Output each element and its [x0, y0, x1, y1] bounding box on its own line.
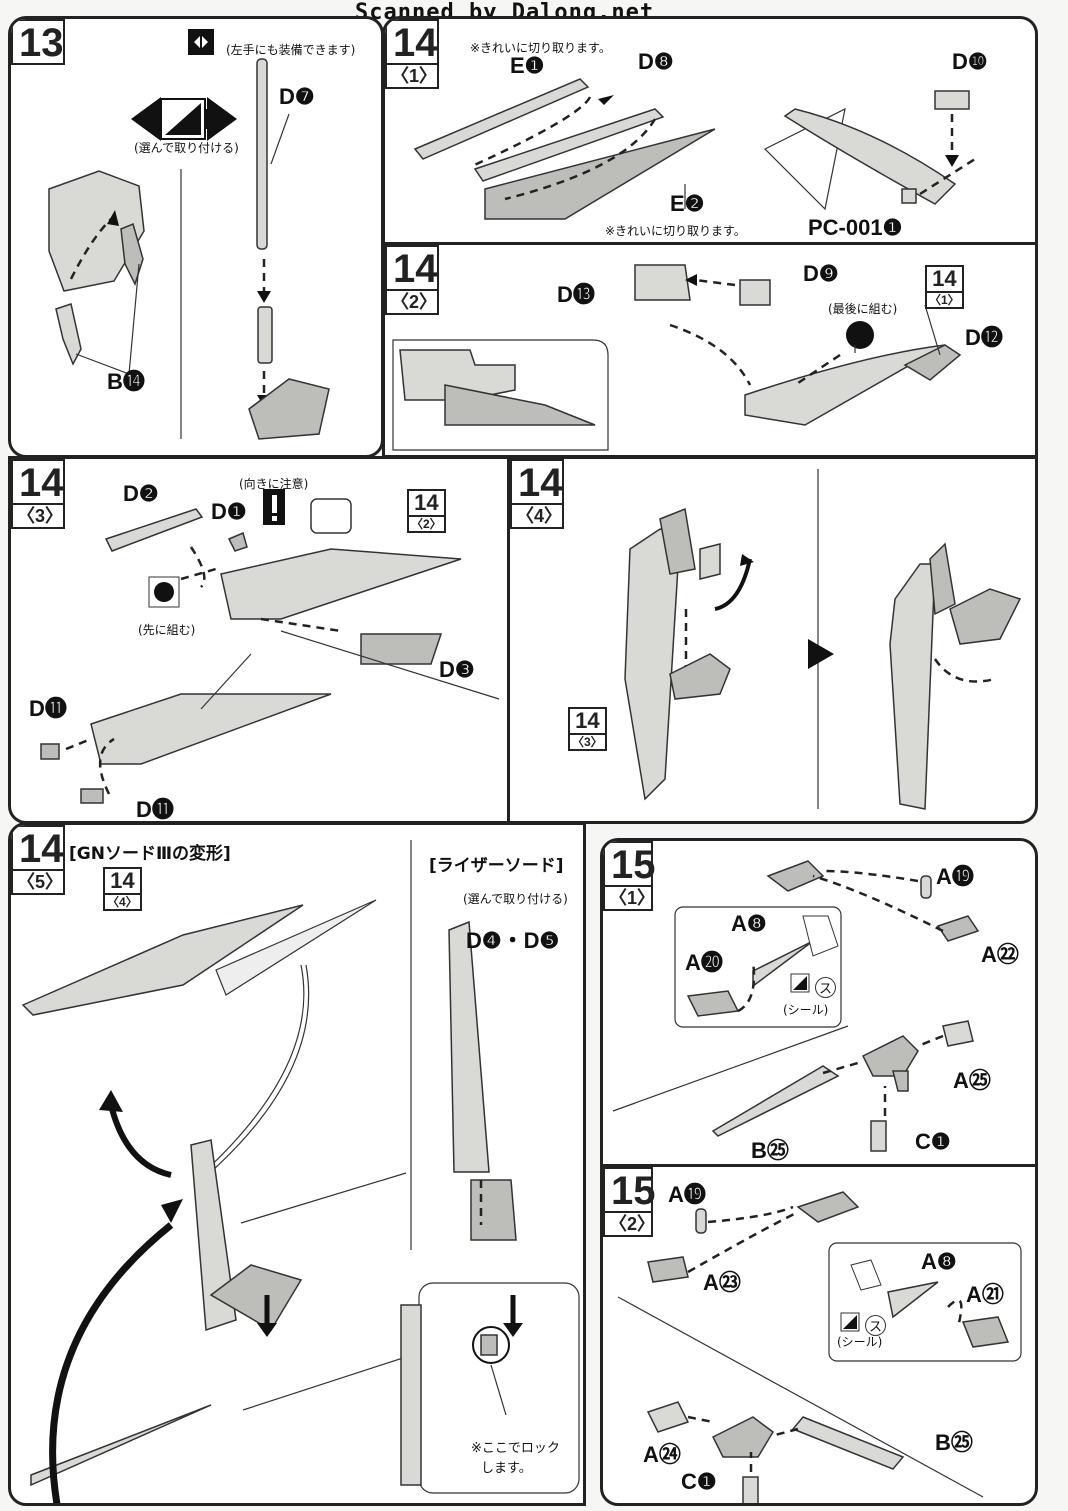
part-label-pc001: PC-001❶ — [808, 215, 903, 240]
step-14-1-panel: 14 〈1〉 ※きれいに切り取ります。 ※きれいに切り取ります。 E❶ D❽ E… — [382, 16, 1038, 248]
step-14-4-panel: 14 〈4〉 14 〈3〉 — [507, 456, 1038, 824]
part-label-c1: C❶ — [915, 1129, 951, 1154]
part-label-b14: B⓮ — [107, 369, 145, 394]
part-label-a23: A㉓ — [703, 1270, 741, 1295]
step-15-2-panel: 15 〈2〉 A⓳ A㉓ A❽ A㉑ — [600, 1164, 1038, 1506]
part-label-c1-2: C❶ — [681, 1469, 717, 1494]
step-14-3-number: 14 〈3〉 — [11, 459, 65, 529]
part-label-d4-d5: D❹・D❺ — [466, 928, 560, 953]
part-label-e1: E❶ — [510, 53, 545, 78]
step-14-5-ref: 14 〈4〉 — [103, 867, 142, 911]
part-label-d2: D❷ — [123, 481, 159, 506]
part-label-d9: D❾ — [803, 261, 839, 286]
part-label-d7: D❼ — [279, 84, 315, 109]
part-label-d3: D❸ — [439, 657, 475, 682]
step-14-3-ref: 14 〈2〉 — [407, 489, 446, 533]
lock-note-2: します。 — [481, 1461, 532, 1476]
part-label-d8: D❽ — [638, 49, 674, 74]
step-14-2-number: 14 〈2〉 — [385, 245, 439, 315]
step-13-choose-note: (選んで取り付ける) — [134, 141, 239, 155]
step-14-3-panel: 14 〈3〉 D❷ D❶ D❸ D⓫ — [8, 456, 510, 824]
step-15-2-diagram — [617, 1191, 1022, 1503]
step-14-2-last-note: (最後に組む) — [828, 302, 898, 316]
step-13-both-hands-note: (左手にも装備できます) — [226, 43, 356, 57]
part-label-a25: A㉕ — [953, 1068, 991, 1093]
seal-note-15-1: (シール) — [783, 1003, 829, 1017]
step-15-2-number: 15 〈2〉 — [603, 1167, 656, 1237]
step-15-1-panel: 15 〈1〉 A⓳ A㉒ A❽ — [600, 838, 1038, 1170]
part-label-d11-bottom: D⓫ — [136, 797, 174, 822]
riser-sword-choose-note: (選んで取り付ける) — [463, 892, 568, 906]
part-label-a20: A⓴ — [685, 950, 723, 975]
part-label-d12: D⓬ — [965, 325, 1003, 350]
part-label-d10: D❿ — [952, 49, 988, 74]
step-13-number: 13 — [11, 19, 65, 65]
step-14-1-diagram — [413, 78, 976, 220]
seal-letter-15-1: ス — [815, 977, 837, 998]
step-14-1-number: 14 〈1〉 — [385, 19, 439, 89]
part-label-a21: A㉑ — [966, 1282, 1004, 1307]
part-label-d1: D❶ — [211, 499, 247, 524]
step-14-1-cut-note-top: ※きれいに切り取ります。 — [470, 41, 611, 55]
part-label-b25-2: B㉕ — [935, 1430, 973, 1455]
step-14-3-first-note: (先に組む) — [138, 623, 196, 637]
part-label-a22: A㉒ — [981, 942, 1019, 967]
part-label-a19-2: A⓳ — [668, 1182, 706, 1207]
step-14-4-number: 14 〈4〉 — [510, 459, 564, 529]
lock-note-1: ※ここでロック — [471, 1441, 560, 1456]
step-14-4-ref: 14 〈3〉 — [568, 707, 607, 751]
riser-sword-title: [ライザーソード] — [429, 856, 564, 876]
step-15-1-number: 15 〈1〉 — [603, 841, 656, 911]
step-14-5-title: [GNソードⅢの変形] — [69, 844, 231, 864]
part-label-a24: A㉔ — [643, 1442, 681, 1467]
part-label-b25: B㉕ — [751, 1138, 789, 1163]
step-13-diagram — [48, 29, 330, 440]
step-14-5-number: 14 〈5〉 — [11, 825, 65, 895]
step-14-4-diagram — [624, 469, 1022, 810]
part-label-a8-2: A❽ — [921, 1249, 957, 1274]
seal-letter-15-2: ス — [865, 1315, 887, 1336]
step-14-3-diagram — [40, 489, 500, 804]
step-14-2-diagram — [392, 264, 962, 451]
part-label-d13: D⓭ — [557, 282, 595, 307]
step-13-panel: 13 (左手にも装備できます) (選んで取り付ける) — [8, 16, 384, 458]
part-label-a8: A❽ — [731, 911, 767, 936]
step-14-3-direction-note: (向きに注意) — [239, 477, 309, 491]
step-14-5-diagram — [21, 840, 580, 1503]
part-label-e2: E❷ — [670, 191, 705, 216]
step-14-1-cut-note-bottom: ※きれいに切り取ります。 — [605, 224, 746, 238]
step-15-1-diagram — [612, 860, 980, 1152]
step-14-2-panel: 14 〈2〉 D⓭ D❾ D⓬ (最後に組む) 14 〈1〉 — [382, 242, 1038, 458]
part-label-d11-top: D⓫ — [29, 696, 67, 721]
part-label-a19: A⓳ — [936, 864, 974, 889]
step-14-2-ref: 14 〈1〉 — [925, 265, 964, 309]
seal-note-15-2: (シール) — [837, 1335, 883, 1349]
step-14-5-panel: 14 〈5〉 — [8, 822, 586, 1506]
